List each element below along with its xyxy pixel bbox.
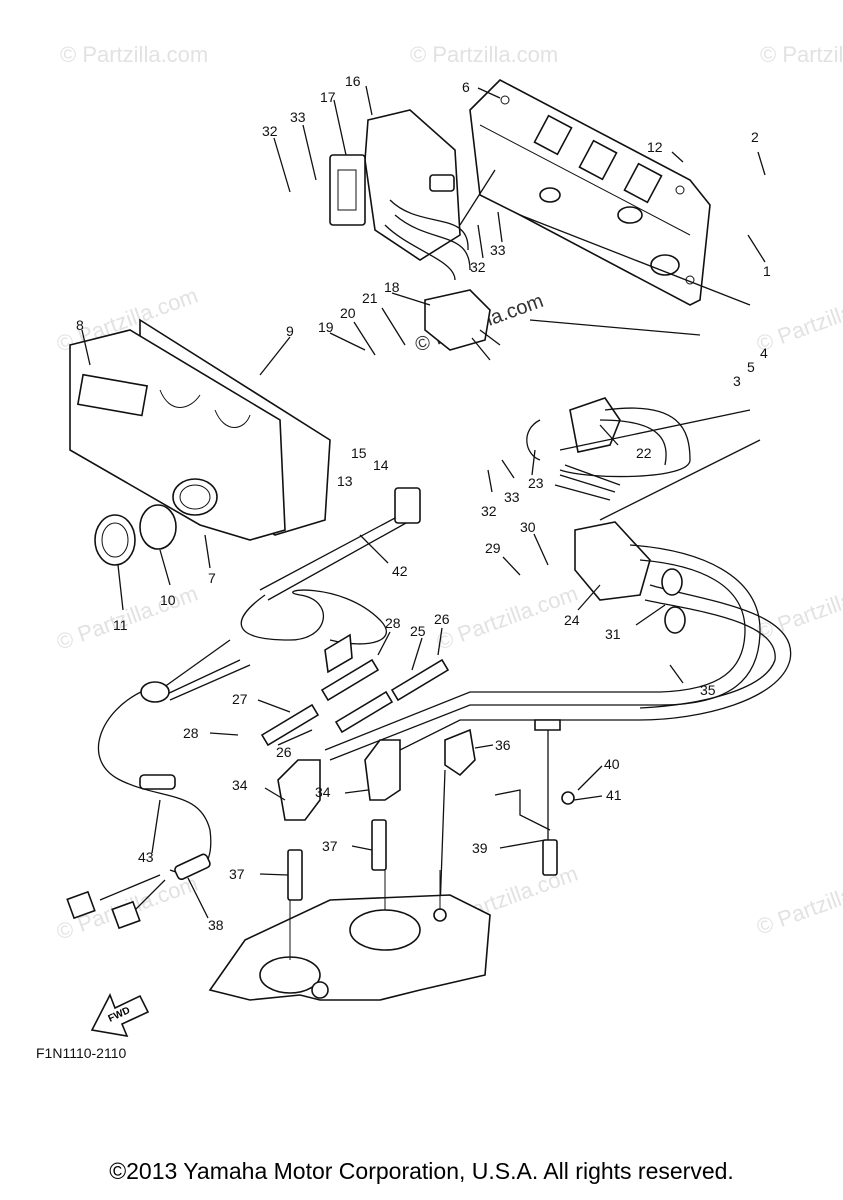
callout-37: 37 <box>229 866 245 882</box>
wiring-harness <box>66 639 251 930</box>
callout-14: 14 <box>373 457 389 473</box>
copyright-footer: ©2013 Yamaha Motor Corporation, U.S.A. A… <box>109 1158 734 1184</box>
fwd-arrow: FWD <box>90 993 150 1038</box>
callout-5: 5 <box>747 359 755 375</box>
spark-plug-caps <box>277 739 401 821</box>
callout-33c: 33 <box>504 489 520 505</box>
callout-43: 43 <box>138 849 154 865</box>
callout-17: 17 <box>320 89 336 105</box>
callout-35: 35 <box>700 682 716 698</box>
callout-24: 24 <box>564 612 580 628</box>
engine-base <box>208 870 491 1001</box>
watermark: © Partzilla.com <box>760 42 843 67</box>
diagram-code: F1N1110-2110 <box>36 1045 126 1061</box>
watermark: © Partzilla.com <box>410 42 558 67</box>
callout-36: 36 <box>495 737 511 753</box>
callout-38: 38 <box>208 917 224 933</box>
cdi-base-plate <box>469 79 711 306</box>
cdi-unit <box>329 109 471 281</box>
callout-7: 7 <box>208 570 216 586</box>
callout-26: 26 <box>434 611 450 627</box>
callout-13: 13 <box>337 473 353 489</box>
callout-26b: 26 <box>276 744 292 760</box>
callout-6: 6 <box>462 79 470 95</box>
callout-2: 2 <box>751 129 759 145</box>
callout-12: 12 <box>647 139 663 155</box>
hoses <box>260 633 450 747</box>
callout-29: 29 <box>485 540 501 556</box>
callout-37b: 37 <box>322 838 338 854</box>
callout-34b: 34 <box>315 784 331 800</box>
sensors <box>439 719 575 911</box>
callout-23: 23 <box>528 475 544 491</box>
ignition-coil <box>324 397 792 761</box>
callout-20: 20 <box>340 305 356 321</box>
callout-28b: 28 <box>183 725 199 741</box>
callout-32: 32 <box>262 123 278 139</box>
callout-39: 39 <box>472 840 488 856</box>
callout-9: 9 <box>286 323 294 339</box>
electrical-box-cover <box>69 318 331 541</box>
callout-1: 1 <box>763 263 771 279</box>
leader-lines <box>81 85 766 919</box>
callout-34: 34 <box>232 777 248 793</box>
callout-22: 22 <box>636 445 652 461</box>
callout-33: 33 <box>290 109 306 125</box>
callout-15: 15 <box>351 445 367 461</box>
callout-10: 10 <box>160 592 176 608</box>
callout-25: 25 <box>410 623 426 639</box>
callout-4: 4 <box>760 345 768 361</box>
watermark: © Partzilla.com <box>60 42 208 67</box>
spark-plugs <box>287 819 387 901</box>
callout-21: 21 <box>362 290 378 306</box>
callout-40: 40 <box>604 756 620 772</box>
callout-19: 19 <box>318 319 334 335</box>
callout-31: 31 <box>605 626 621 642</box>
callout-18: 18 <box>384 279 400 295</box>
watermark: © Partzilla.com <box>753 571 843 645</box>
callout-33b: 33 <box>490 242 506 258</box>
callout-32b: 32 <box>470 259 486 275</box>
callout-labels: 1 2 3 4 5 6 7 8 9 10 11 12 13 14 15 16 1… <box>76 73 771 933</box>
callout-41: 41 <box>606 787 622 803</box>
callout-30: 30 <box>520 519 536 535</box>
callout-28: 28 <box>385 615 401 631</box>
lead-cable <box>240 487 421 645</box>
watermark: © Partzilla.com <box>433 581 581 655</box>
callout-42: 42 <box>392 563 408 579</box>
rectifier <box>424 289 501 361</box>
callout-8: 8 <box>76 317 84 333</box>
callout-11: 11 <box>113 617 128 633</box>
cover-cap <box>94 504 177 566</box>
callout-27: 27 <box>232 691 248 707</box>
callout-3: 3 <box>733 373 741 389</box>
watermark: © Partzilla.com <box>753 866 843 940</box>
callout-16: 16 <box>345 73 361 89</box>
callout-32c: 32 <box>481 503 497 519</box>
